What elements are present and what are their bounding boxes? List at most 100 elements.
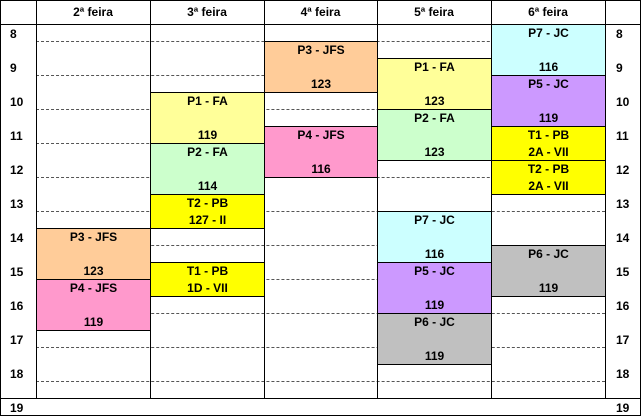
- class-block[interactable]: T2 - PB 2A - VII: [491, 160, 606, 195]
- half-hour-gridline: [36, 279, 605, 280]
- class-block[interactable]: P6 - JC 119: [377, 313, 492, 365]
- class-title: P1 - FA: [414, 60, 455, 74]
- class-room: 116: [424, 247, 445, 261]
- class-title: P4 - JFS: [69, 281, 118, 295]
- class-room: 123: [424, 94, 445, 108]
- class-room: 119: [538, 281, 559, 295]
- column-divider: [491, 0, 492, 399]
- class-room: 119: [83, 315, 104, 329]
- class-block[interactable]: P1 - FA 119: [150, 92, 265, 144]
- column-divider: [605, 0, 606, 399]
- hour-label-left: 10: [10, 95, 24, 109]
- hour-label-left: 14: [10, 231, 24, 245]
- class-title: P6 - JC: [414, 315, 455, 329]
- class-room: 1D - VII: [187, 281, 228, 295]
- day-header: 2ª feira: [73, 5, 113, 19]
- class-title: P7 - JC: [414, 213, 455, 227]
- class-title: T2 - PB: [186, 196, 229, 210]
- grid-border: [0, 0, 641, 1]
- class-room: 119: [424, 349, 445, 363]
- class-room: 119: [197, 128, 218, 142]
- hour-label-right: 15: [616, 265, 630, 279]
- class-block[interactable]: P1 - FA 123: [377, 58, 492, 110]
- hour-label-left: 17: [10, 333, 24, 347]
- hour-label-right: 14: [616, 231, 630, 245]
- class-title: P2 - FA: [187, 145, 228, 159]
- day-header: 5ª feira: [414, 5, 454, 19]
- header-divider: [0, 24, 641, 25]
- hour-label-right: 11: [616, 129, 629, 143]
- class-block[interactable]: P2 - FA 123: [377, 109, 492, 161]
- class-room: 123: [310, 77, 332, 91]
- class-block[interactable]: P4 - JFS 119: [36, 279, 151, 331]
- class-room: 123: [83, 264, 104, 278]
- day-header: 6ª feira: [528, 5, 568, 19]
- column-divider: [36, 0, 37, 399]
- hour-label-right: 12: [616, 163, 630, 177]
- class-title: P6 - JC: [528, 247, 569, 261]
- class-title: P2 - FA: [414, 111, 455, 125]
- hour-label-right: 13: [616, 197, 630, 211]
- hour-label-right: 17: [616, 333, 630, 347]
- column-divider: [377, 0, 378, 399]
- day-header: 4ª feira: [300, 5, 341, 19]
- class-block[interactable]: P4 - JFS 116: [264, 126, 378, 178]
- hour-label-right: 19: [616, 401, 630, 415]
- hour-label-left: 18: [10, 367, 24, 381]
- class-title: P7 - JC: [528, 26, 569, 40]
- hour-label-right: 16: [616, 299, 630, 313]
- class-block[interactable]: T1 - PB 2A - VII: [491, 126, 606, 161]
- hour-label-left: 8: [10, 27, 17, 41]
- class-room: 116: [311, 162, 331, 176]
- class-room: 2A - VII: [528, 145, 569, 159]
- hour-label-left: 15: [10, 265, 24, 279]
- class-title: P5 - JC: [414, 264, 455, 278]
- class-title: T1 - PB: [186, 264, 229, 278]
- hour-label-left: 16: [10, 299, 24, 313]
- hour-label-left: 13: [10, 197, 24, 211]
- class-room: 2A - VII: [528, 179, 569, 193]
- grid-border: [0, 398, 641, 399]
- hour-label-left: 19: [10, 401, 24, 415]
- class-title: P5 - JC: [528, 77, 569, 91]
- class-block[interactable]: T2 - PB 127 - II: [150, 194, 265, 229]
- class-room: 116: [538, 60, 559, 74]
- class-title: P3 - JFS: [297, 43, 345, 57]
- class-title: P1 - FA: [187, 94, 228, 108]
- hour-label-left: 11: [10, 129, 23, 143]
- class-title: T2 - PB: [527, 162, 570, 176]
- class-block[interactable]: P7 - JC 116: [491, 24, 606, 76]
- half-hour-gridline: [36, 381, 605, 382]
- hour-label-right: 8: [616, 27, 623, 41]
- class-room: 119: [424, 298, 445, 312]
- class-block[interactable]: T1 - PB 1D - VII: [150, 262, 265, 297]
- class-title: P4 - JFS: [297, 128, 345, 142]
- column-divider: [264, 0, 265, 399]
- half-hour-gridline: [36, 109, 605, 110]
- class-block[interactable]: P2 - FA 114: [150, 143, 265, 195]
- hour-label-left: 9: [10, 61, 17, 75]
- column-divider: [0, 0, 1, 416]
- class-room: 127 - II: [188, 213, 227, 227]
- class-block[interactable]: P6 - JC 119: [491, 245, 606, 297]
- hour-label-right: 18: [616, 367, 630, 381]
- class-title: P3 - JFS: [69, 230, 118, 244]
- column-divider: [150, 0, 151, 399]
- class-room: 119: [538, 111, 559, 125]
- half-hour-gridline: [36, 347, 605, 348]
- class-block[interactable]: P7 - JC 116: [377, 211, 492, 263]
- day-header: 3ª feira: [187, 5, 227, 19]
- half-hour-gridline: [36, 211, 605, 212]
- hour-label-right: 10: [616, 95, 630, 109]
- class-block[interactable]: P5 - JC 119: [377, 262, 492, 314]
- class-room: 123: [424, 145, 445, 159]
- half-hour-gridline: [36, 245, 605, 246]
- half-hour-gridline: [36, 313, 605, 314]
- class-room: 114: [197, 179, 218, 193]
- class-title: T1 - PB: [527, 128, 570, 142]
- hour-label-right: 9: [616, 61, 623, 75]
- class-block[interactable]: P3 - JFS 123: [264, 41, 378, 93]
- class-block[interactable]: P5 - JC 119: [491, 75, 606, 127]
- class-block[interactable]: P3 - JFS 123: [36, 228, 151, 280]
